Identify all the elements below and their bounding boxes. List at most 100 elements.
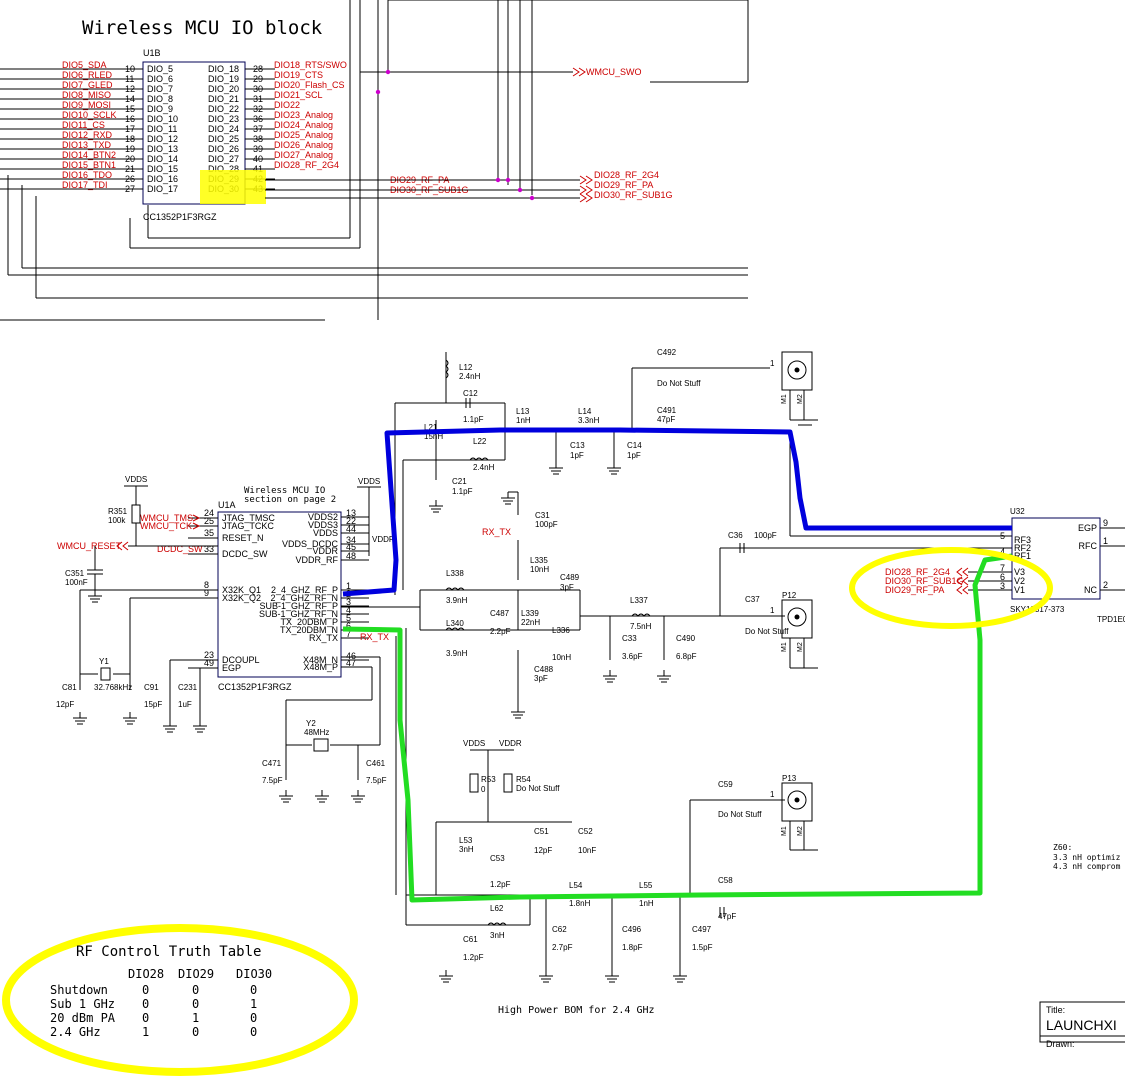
u1b-pin-dio_16: DIO_16 (147, 174, 178, 184)
u1b-net-dio_25: DIO25_Analog (274, 130, 333, 140)
u1b-net-dio_11: DIO11_CS (62, 120, 105, 130)
u1b-pin-num: 41 (253, 164, 263, 174)
c51: C51 12pF (534, 827, 552, 855)
truth-table-mode: Sub 1 GHz (50, 997, 115, 1011)
svg-text:L53: L53 (459, 836, 473, 845)
u1a-pin-num: 9 (204, 588, 209, 598)
u1b-pin-num: 16 (125, 114, 135, 124)
svg-text:C488: C488 (534, 665, 554, 674)
u1b-pin-num: 39 (253, 144, 263, 154)
svg-text:L339: L339 (521, 609, 539, 618)
svg-text:C497: C497 (692, 925, 712, 934)
svg-text:1.2pF: 1.2pF (463, 953, 484, 962)
dio-highlight (200, 170, 266, 204)
svg-text:L55: L55 (639, 881, 653, 890)
u1a-pin-num: 4 (346, 605, 351, 615)
u1a-pin-num: 6 (346, 621, 351, 631)
svg-text:1pF: 1pF (570, 451, 584, 460)
u1a-pin-reset_n: RESET_N (222, 533, 264, 543)
u32-pin-v3: V3 (1014, 567, 1025, 577)
svg-text:1.8pF: 1.8pF (622, 943, 643, 952)
svg-text:C14: C14 (627, 441, 642, 450)
c461-val: 7.5pF (366, 776, 387, 785)
c36: C36 100pF (728, 531, 777, 553)
u32-ref: U32 (1010, 507, 1025, 516)
u32-pin-rf3: RF3 (1014, 535, 1031, 545)
svg-text:M1: M1 (781, 642, 788, 652)
top-bus-lines (0, 0, 749, 321)
c91-val: 15pF (144, 700, 162, 709)
u1a-pin-tx_20dbm_p: TX_20DBM_P (280, 617, 338, 627)
truth-table-cell: 0 (142, 997, 149, 1011)
vddr-label-u1a: VDDR (372, 535, 395, 544)
u1b-net-dio_23: DIO23_Analog (274, 110, 333, 120)
port-dio30: DIO30_RF_SUB1G (594, 190, 673, 200)
u1a-note-1: Wireless MCU IO (244, 486, 325, 496)
u1b-pin-dio_27: DIO_27 (208, 154, 239, 164)
u1b-pin-num: 20 (125, 154, 135, 164)
u1a-pin-num: 3 (346, 597, 351, 607)
c351-val: 100nF (65, 578, 88, 587)
u1a-pin-num: 24 (204, 508, 214, 518)
u1a-pin-num: 22 (346, 516, 356, 526)
u1b-pin-num: 18 (125, 134, 135, 144)
svg-text:M1: M1 (781, 394, 788, 404)
r53: R53 0 (469, 773, 496, 794)
svg-text:100pF: 100pF (754, 531, 777, 540)
u1a-symbol (217, 511, 342, 678)
truth-table-title: RF Control Truth Table (76, 944, 261, 960)
ground-icon (549, 462, 563, 475)
u1b-net-dio_24: DIO24_Analog (274, 120, 333, 130)
u1b-pin-dio_18: DIO_18 (208, 64, 239, 74)
u1a-pin-num: 23 (204, 650, 214, 660)
svg-text:C13: C13 (570, 441, 585, 450)
u1b-pin-num: 14 (125, 94, 135, 104)
u1a-pin-sub-1_ghz_rf_p: SUB-1_GHZ_RF_P (259, 601, 338, 611)
svg-text:L336: L336 (552, 626, 570, 635)
u32-pin-rf1: RF1 (1014, 551, 1031, 561)
title-block: Title: LAUNCHXI Drawn: (1039, 1001, 1125, 1049)
svg-text:L338: L338 (446, 569, 464, 578)
rx-tx-net-1: RX_TX (482, 527, 511, 537)
u1b-pin-dio_9: DIO_9 (147, 104, 173, 114)
svg-text:10nH: 10nH (552, 653, 571, 662)
svg-text:6.8pF: 6.8pF (676, 652, 697, 661)
svg-text:C53: C53 (490, 854, 505, 863)
c471-ref: C471 (262, 759, 282, 768)
ground-icon (163, 720, 177, 733)
svg-text:2.4nH: 2.4nH (473, 463, 495, 472)
svg-text:47pF: 47pF (657, 415, 675, 424)
u1a-pin-x48m_p: X48M_P (303, 662, 338, 672)
u1a-pin-num: 5 (346, 613, 351, 623)
u1b-pin-num: 31 (253, 94, 263, 104)
u1a-pin-2_4_ghz_rf_p: 2_4_GHZ_RF_P (271, 585, 338, 595)
ground-icon (603, 670, 617, 683)
svg-text:P12: P12 (782, 591, 797, 600)
u1b-net-dio_8: DIO8_MISO (62, 90, 111, 100)
svg-text:Do Not Stuff: Do Not Stuff (718, 810, 762, 819)
svg-text:C31: C31 (535, 511, 550, 520)
u32-ctrl-nets: DIO28_RF_2G4 DIO30_RF_SUB1G DIO29_RF_PA (885, 567, 1012, 595)
u1b-pin-dio_17: DIO_17 (147, 184, 178, 194)
u1b-net-dio_18: DIO18_RTS/SWO (274, 60, 347, 70)
u1b-pin-num: 10 (125, 64, 135, 74)
u1b-ref: U1B (143, 48, 161, 58)
truth-table-mode: Shutdown (50, 983, 108, 997)
svg-text:P13: P13 (782, 774, 797, 783)
yellow-ctrl-ellipse (849, 547, 1053, 629)
u32-pin-v2: V2 (1014, 576, 1025, 586)
z60-note: Z60: (1053, 843, 1072, 852)
svg-text:C52: C52 (578, 827, 593, 836)
u32-pin-num: 4 (1000, 547, 1005, 557)
sub1-wiring (341, 491, 1012, 706)
c14: C14 1pF (613, 432, 642, 462)
c351-ref: C351 (65, 569, 85, 578)
svg-text:L12: L12 (459, 363, 473, 372)
u1b-pin-num: 17 (125, 124, 135, 134)
svg-text:C62: C62 (552, 925, 567, 934)
u32-pin-v1: V1 (1014, 585, 1025, 595)
c231-val: 1uF (178, 700, 192, 709)
u1a-pin-vdds2: VDDS2 (308, 512, 338, 522)
y2-val: 48MHz (304, 728, 329, 737)
